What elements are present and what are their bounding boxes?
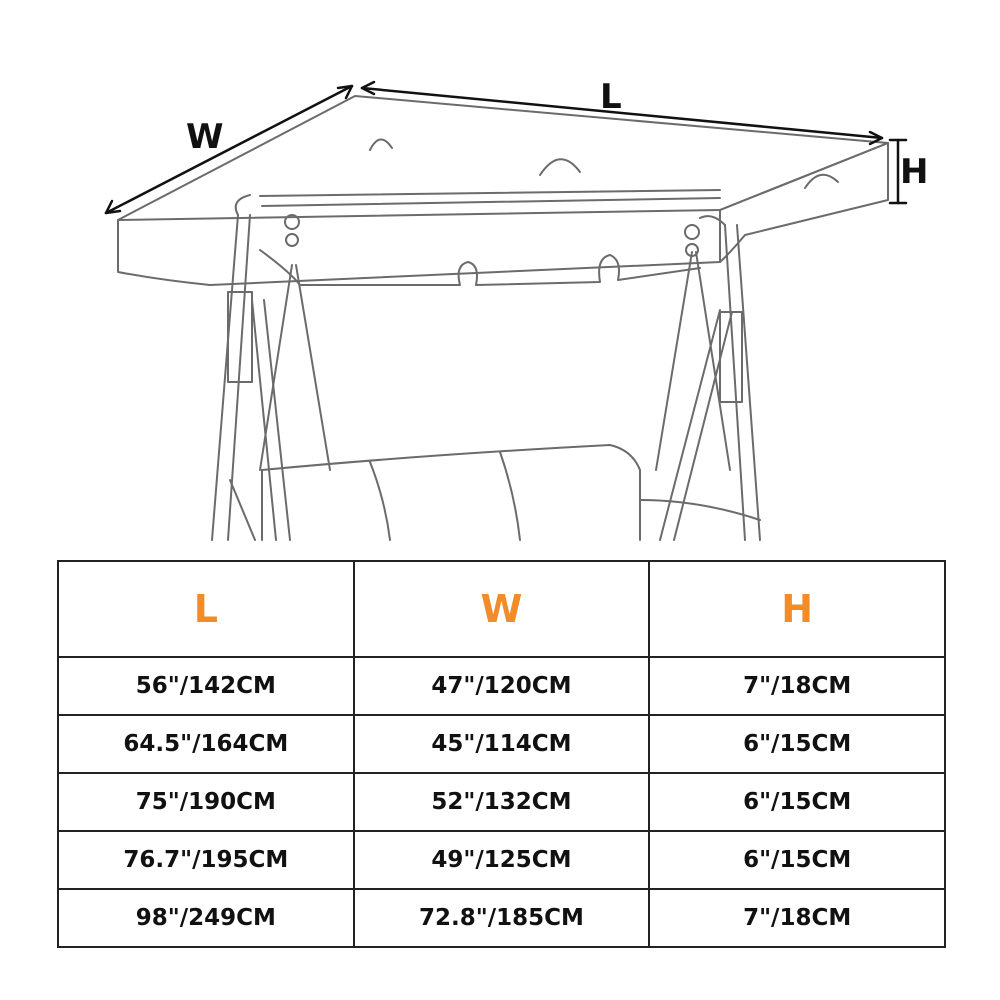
table-cell: 6"/15CM	[648, 830, 946, 890]
swing-seat	[261, 444, 641, 541]
table-cell: 56"/142CM	[57, 656, 355, 716]
table-cell: 6"/15CM	[648, 714, 946, 774]
table-row: 98"/249CM 72.8"/185CM 7"/18CM	[57, 888, 946, 948]
table-cell: 76.7"/195CM	[57, 830, 355, 890]
table-cell: 49"/125CM	[352, 830, 651, 890]
length-label: L	[600, 77, 622, 117]
table-header-row: L W H	[57, 560, 946, 658]
canopy-front-skirt	[117, 209, 721, 286]
table-cell: 7"/18CM	[648, 656, 946, 716]
column-header-height: H	[648, 560, 946, 658]
column-header-length: L	[57, 560, 355, 658]
left-frame	[211, 214, 239, 541]
table-cell: 98"/249CM	[57, 888, 355, 948]
length-dimension-line	[360, 86, 884, 140]
height-label: H	[900, 152, 928, 192]
column-header-width: W	[352, 560, 651, 658]
canopy-side-skirt	[719, 142, 889, 263]
table-row: 64.5"/164CM 45"/114CM 6"/15CM	[57, 714, 946, 774]
table-cell: 45"/114CM	[352, 714, 651, 774]
right-frame	[724, 224, 746, 541]
swing-canopy-diagram: W L H	[104, 77, 928, 541]
table-cell: 72.8"/185CM	[352, 888, 651, 948]
table-cell: 7"/18CM	[648, 888, 946, 948]
table-cell: 6"/15CM	[648, 772, 946, 832]
width-dimension-line	[104, 84, 354, 215]
table-cell: 75"/190CM	[57, 772, 355, 832]
width-label: W	[186, 117, 224, 157]
table-cell: 52"/132CM	[352, 772, 651, 832]
size-table: L W H 56"/142CM 47"/120CM 7"/18CM 64.5"/…	[57, 560, 946, 948]
table-row: 76.7"/195CM 49"/125CM 6"/15CM	[57, 830, 946, 890]
table-cell: 64.5"/164CM	[57, 714, 355, 774]
table-row: 56"/142CM 47"/120CM 7"/18CM	[57, 656, 946, 716]
table-row: 75"/190CM 52"/132CM 6"/15CM	[57, 772, 946, 832]
table-cell: 47"/120CM	[352, 656, 651, 716]
